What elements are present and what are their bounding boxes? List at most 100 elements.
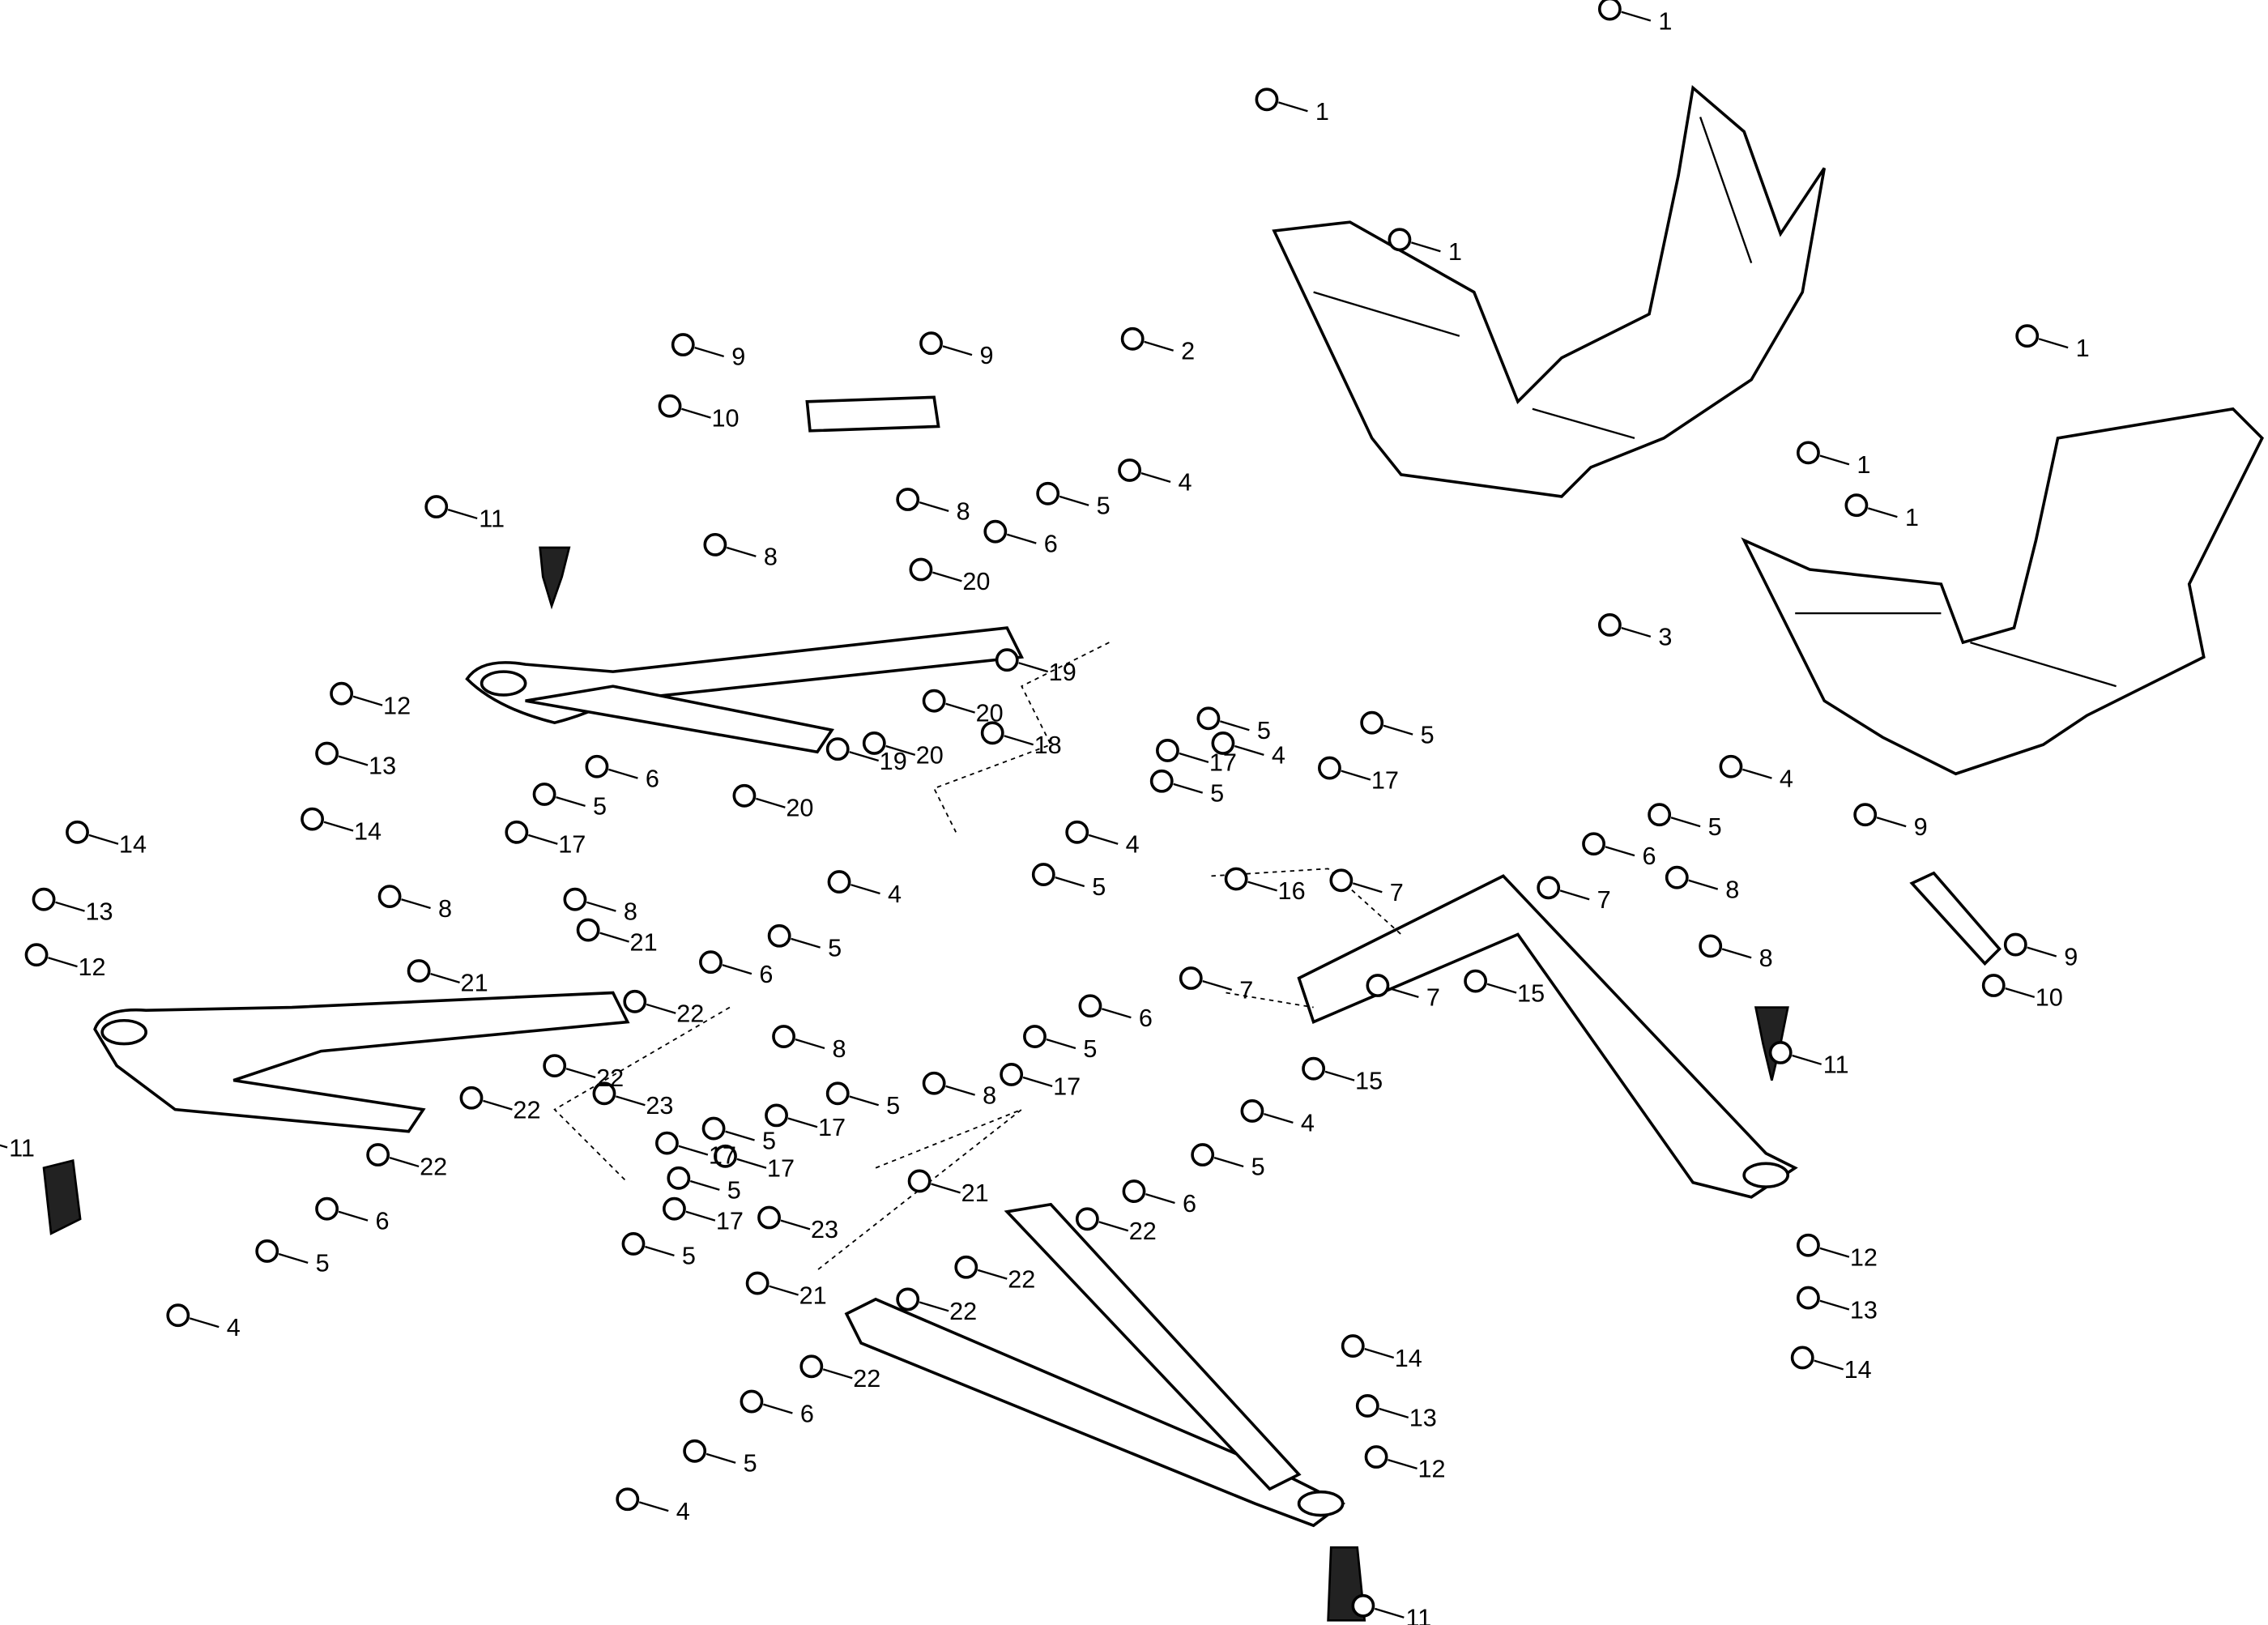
hardware-part	[1351, 1593, 1375, 1618]
hardware-part	[699, 950, 723, 975]
hardware-part	[907, 1169, 932, 1193]
leader-line	[678, 1145, 709, 1156]
callout-label: 4	[227, 1314, 241, 1341]
leader-line	[608, 768, 638, 779]
leader-line	[556, 795, 586, 808]
callout-label: 13	[369, 752, 396, 779]
hardware-part	[1719, 754, 1743, 778]
callout-label: 7	[1597, 886, 1611, 914]
leader-line	[722, 964, 752, 975]
callout-label: 17	[558, 831, 586, 859]
leader-line	[616, 1095, 646, 1107]
callout-label: 4	[676, 1498, 690, 1525]
hardware-part	[671, 333, 695, 356]
leader-line	[736, 1158, 767, 1169]
leader-line	[942, 345, 973, 356]
callout-label: 22	[1008, 1265, 1035, 1293]
callout-label: 1	[1315, 98, 1329, 126]
leader-line	[694, 347, 725, 358]
leader-line	[1388, 987, 1419, 999]
callout-label: 7	[1426, 984, 1440, 1012]
hardware-part	[1329, 868, 1354, 893]
hardware-part	[701, 1116, 726, 1141]
leader-line	[1379, 1407, 1409, 1418]
leader-line	[2027, 946, 2057, 958]
hardware-part	[585, 754, 609, 778]
callout-label: 14	[1844, 1356, 1872, 1384]
callout-label: 5	[1251, 1154, 1265, 1181]
leader-line	[689, 1179, 720, 1191]
callout-label: 22	[420, 1154, 447, 1181]
hardware-part	[703, 532, 727, 557]
leader-line	[1144, 340, 1174, 352]
leader-line	[1559, 889, 1590, 901]
hardware-part	[799, 1354, 824, 1379]
leader-line	[945, 1085, 975, 1096]
callout-label: 5	[1257, 717, 1271, 744]
hardware-part	[1122, 1179, 1146, 1203]
callout-label: 14	[119, 831, 147, 859]
callout-label: 13	[1850, 1296, 1878, 1324]
hardware-part	[745, 1271, 770, 1295]
hardware-part	[301, 807, 324, 831]
leader-line	[706, 1452, 736, 1464]
leader-line	[1364, 1348, 1395, 1359]
hardware-part	[767, 923, 791, 948]
leader-line	[681, 407, 711, 419]
hardware-part	[1360, 710, 1384, 735]
hardware-part	[1075, 1207, 1099, 1231]
leader-line	[726, 546, 757, 557]
callout-label: 5	[1092, 873, 1106, 901]
callout-label: 10	[711, 404, 739, 432]
hardware-part	[825, 1081, 850, 1106]
hardware-part	[505, 820, 529, 844]
leader-line	[565, 1068, 596, 1079]
hardware-part	[315, 1196, 339, 1221]
leader-line	[646, 1003, 676, 1014]
callout-label: 4	[1272, 742, 1285, 770]
callout-label: 23	[811, 1216, 838, 1243]
hardware-part	[683, 1439, 707, 1463]
hardware-part	[1853, 803, 1878, 827]
hardware-part	[1255, 87, 1279, 112]
hardware-part	[1149, 769, 1174, 793]
leader-line	[1088, 834, 1119, 845]
hardware-part	[1388, 228, 1412, 252]
leader-line	[323, 821, 354, 832]
callout-label: 1	[1905, 504, 1919, 531]
hardware-part	[255, 1239, 279, 1263]
skid-plates	[805, 395, 2002, 966]
hardware-part	[1597, 0, 1622, 21]
callout-label: 23	[646, 1092, 673, 1120]
hardware-part	[825, 737, 850, 761]
front-right-guard	[1741, 407, 2264, 776]
leader-line	[1173, 783, 1204, 794]
leader-line	[1006, 533, 1037, 544]
lower-left-a-arm	[93, 991, 630, 1133]
hardware-part	[1318, 756, 1341, 780]
callout-label: 6	[800, 1400, 814, 1427]
callout-label: 20	[786, 795, 813, 822]
leader-line	[1688, 879, 1719, 890]
callout-label: 14	[354, 817, 382, 845]
hardware-part	[827, 870, 851, 894]
callout-label: 1	[1448, 238, 1462, 266]
hardware-part	[623, 989, 647, 1013]
hardware-part	[1597, 613, 1622, 637]
callout-label: 5	[1421, 721, 1435, 749]
leader-line	[1059, 495, 1089, 506]
leader-line	[755, 797, 786, 808]
hardware-part	[1768, 1040, 1793, 1064]
hardware-part	[66, 820, 89, 844]
leader-line	[1278, 101, 1308, 113]
leader-line	[1022, 1076, 1053, 1087]
hardware-part	[655, 1131, 679, 1155]
hardware-part	[1981, 974, 2006, 997]
leader-line	[88, 834, 119, 845]
callout-label: 20	[962, 568, 990, 595]
callout-label: 18	[1034, 731, 1062, 759]
hardware-part	[1302, 1056, 1326, 1081]
callout-label: 22	[676, 1000, 704, 1028]
leader-line	[1352, 882, 1383, 894]
